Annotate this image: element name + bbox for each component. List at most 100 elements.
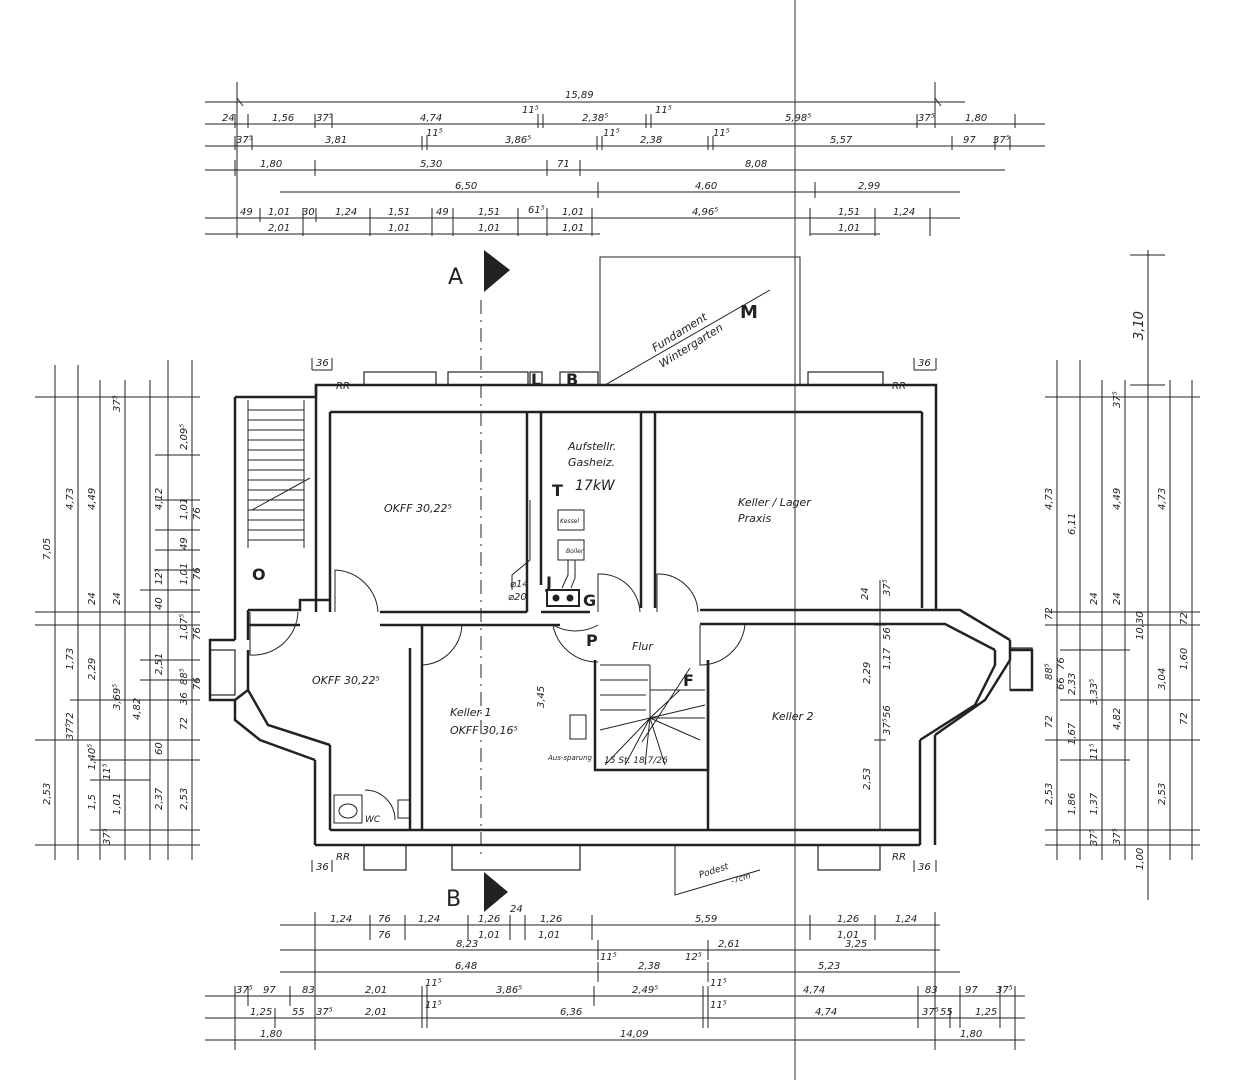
- dim-label: 1,26: [478, 914, 500, 925]
- light-shaft-l: [529, 371, 543, 386]
- dim-label: 11⁵: [1089, 743, 1100, 760]
- heating-equipment: [511, 500, 587, 740]
- dim-label: 1,51: [838, 207, 860, 218]
- room-heating-2: Gasheiz.: [568, 456, 615, 469]
- dim-label: 11⁵: [102, 763, 113, 780]
- dim-label: 2,38: [638, 961, 660, 972]
- door-swings: [249, 569, 746, 821]
- section-b-arrow-icon: [484, 872, 508, 912]
- marker-p: P: [586, 631, 598, 650]
- dim-label: 11⁵: [425, 1000, 442, 1011]
- room-keller1-okff: OKFF 30,16⁵: [450, 724, 518, 737]
- marker-b: B: [566, 370, 578, 389]
- kessel2-label: Boiler: [566, 548, 584, 555]
- dim-label: 8,08: [745, 159, 767, 170]
- top-dimension-texts: 15,89 24 1,56 37⁵ 4,74 11⁵ 2,38⁵ 11⁵ 5,9…: [222, 90, 1010, 234]
- dim-label: 11⁵: [713, 128, 730, 139]
- dim-label: 36: [179, 692, 190, 705]
- dim-label: 37⁵: [102, 828, 113, 845]
- window: [363, 844, 407, 871]
- dim-label: 4,49: [1112, 488, 1123, 510]
- dim-label: 76: [192, 677, 203, 690]
- dim-label: 2,01: [365, 985, 387, 996]
- dim-label: 83: [925, 985, 938, 996]
- marker-j: J: [545, 573, 552, 592]
- dim-label: 1,40⁵: [87, 744, 98, 770]
- dim-label: 2,53: [1157, 783, 1168, 805]
- dim-label: 76: [378, 930, 391, 941]
- marker-rr: RR: [336, 852, 350, 863]
- dim-label: 1,07⁵: [179, 614, 190, 640]
- dim-label: 4,74: [815, 1007, 837, 1018]
- window: [209, 649, 236, 696]
- dim-label: 49: [436, 207, 449, 218]
- left-dimension-texts: 7,05 2,53 4,73 1,73 72 37⁵ 1,5 4,49 2,29…: [42, 395, 203, 845]
- marker-f: F: [683, 671, 694, 690]
- window: [807, 371, 884, 386]
- dim-label: 1,73: [65, 648, 76, 670]
- dim-label: 55: [292, 1007, 305, 1018]
- dim-label: 1,37: [1089, 792, 1100, 815]
- dim-label: 4,82: [1112, 708, 1123, 730]
- dim-label: 37⁵: [236, 985, 253, 996]
- section-a-arrow-icon: [484, 250, 510, 292]
- dim-label: 1,01: [112, 793, 123, 815]
- dim-label: 11⁵: [655, 105, 672, 116]
- dim-label: 7,05: [42, 538, 53, 560]
- dim-label: 11⁵: [600, 952, 617, 963]
- dim-label: 24: [222, 113, 235, 124]
- dim-label: 1,24: [330, 914, 352, 925]
- section-marker-a: A: [448, 250, 510, 860]
- dim-label: 4,73: [1157, 488, 1168, 510]
- dim-label: 40: [154, 597, 165, 610]
- dim-label: 97: [963, 135, 976, 146]
- marker-t: T: [552, 481, 563, 500]
- dim-label: 37⁵: [996, 985, 1013, 996]
- dim-label: 1,01: [478, 223, 500, 234]
- room-flur: Flur: [632, 640, 654, 653]
- dim-right-3-10: 3,10: [1132, 311, 1147, 340]
- dim-label: 4,74: [420, 113, 442, 124]
- dim-label: 4,49: [87, 488, 98, 510]
- dim-label: 2,49⁵: [632, 985, 658, 996]
- dim-label: 97: [263, 985, 276, 996]
- dim-label: 4,74: [803, 985, 825, 996]
- dim-label: 6,11: [1067, 513, 1078, 535]
- dim-label: 37⁵: [1089, 829, 1100, 846]
- dim-label: 11⁵: [710, 1000, 727, 1011]
- dim-label: 37⁵: [993, 135, 1010, 146]
- dim-label: 24: [112, 592, 123, 605]
- dim-label: 37⁵: [316, 113, 333, 124]
- dim-label: 1,01: [179, 498, 190, 520]
- dim-label: 2,33: [1067, 673, 1078, 695]
- wall-markers: RR RR RR RR 36 36 36 36: [316, 358, 931, 873]
- dim-label: 11⁵: [426, 128, 443, 139]
- dim-label: 1,5: [87, 794, 98, 810]
- dim-label: 37⁵: [918, 113, 935, 124]
- marker-m: M: [740, 302, 758, 323]
- dim-label: 2,38⁵: [582, 113, 608, 124]
- dim-label: 6,36: [560, 1007, 582, 1018]
- wc-fixtures: [333, 794, 411, 824]
- dim-label: 37⁵: [65, 723, 76, 740]
- dim-label: 4,96⁵: [692, 207, 718, 218]
- marker-l: L: [531, 370, 541, 389]
- dim-label: 3,69⁵: [112, 684, 123, 710]
- bottom-dimension-texts: 1,24 76 1,24 1,26 24 1,26 5,59 1,26 1,24…: [236, 904, 1013, 1040]
- dim-label: 11⁵: [603, 128, 620, 139]
- dim-label: 4,73: [1044, 488, 1055, 510]
- dim-label: 1,80: [960, 1029, 982, 1040]
- dim-label: 5,23: [818, 961, 840, 972]
- dim-label: 1,24: [893, 207, 915, 218]
- dim-label: 60: [154, 742, 165, 755]
- dim-label: 6,50: [455, 181, 477, 192]
- dim-label: 4,12: [154, 488, 165, 510]
- section-a-label: A: [448, 265, 463, 290]
- dim-label: 5,59: [695, 914, 717, 925]
- dim-label: 88⁵: [179, 668, 190, 685]
- inner-dim-lines: [874, 580, 886, 830]
- dim-label: 4,73: [65, 488, 76, 510]
- dim-label: 72: [1044, 607, 1055, 620]
- dim-label: 1,51: [388, 207, 410, 218]
